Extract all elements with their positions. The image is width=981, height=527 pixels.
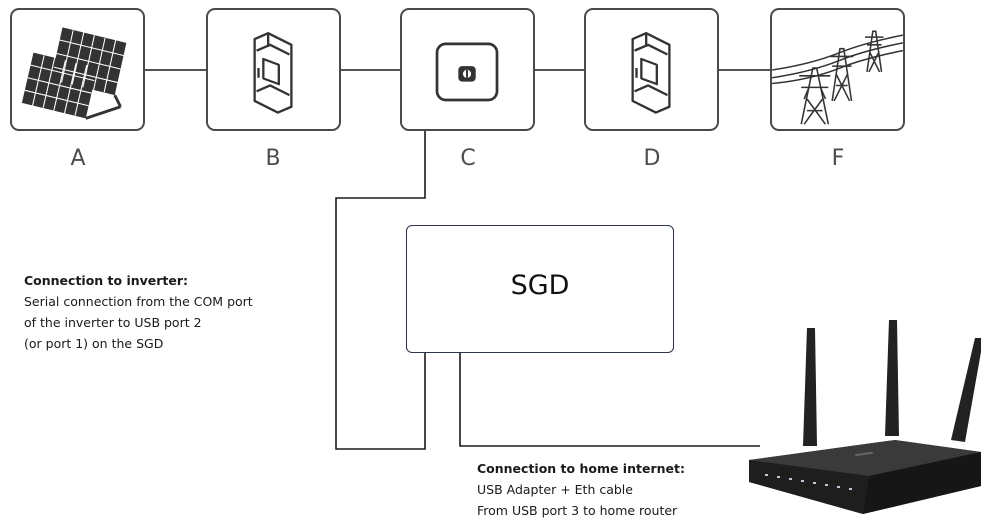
power-grid-pylon-icon [772, 30, 903, 125]
node-f-box [770, 8, 905, 131]
energy-meter-icon [253, 32, 293, 114]
inverter-note-line: Serial connection from the COM port [24, 294, 253, 309]
wire-sgd-to-router [459, 353, 760, 447]
internet-connection-note: Connection to home internet: USB Adapter… [477, 458, 685, 521]
inverter-note-line: (or port 1) on the SGD [24, 336, 164, 351]
inverter-note-line: of the inverter to USB port 2 [24, 315, 202, 330]
sgd-box: SGD [406, 225, 674, 353]
router [745, 318, 981, 518]
internet-note-line: USB Adapter + Eth cable [477, 482, 633, 497]
wire-inverter-to-sgd [335, 131, 426, 450]
solar-panel-icon [21, 27, 127, 120]
sgd-label: SGD [510, 269, 570, 301]
internet-note-line: From USB port 3 to home router [477, 503, 678, 518]
inverter-connection-note: Connection to inverter: Serial connectio… [24, 270, 253, 354]
node-f-label: F [831, 146, 845, 171]
node-a-box [10, 8, 145, 131]
node-b-box [206, 8, 341, 131]
node-c-box [400, 8, 535, 131]
inverter-icon [435, 42, 499, 102]
energy-meter-icon [631, 32, 671, 114]
node-b-label: B [265, 146, 281, 171]
node-d-label: D [643, 146, 661, 171]
wifi-router-icon [749, 320, 981, 514]
internet-note-heading: Connection to home internet: [477, 461, 685, 476]
inverter-note-heading: Connection to inverter: [24, 273, 189, 288]
node-a-label: A [70, 146, 86, 171]
node-d-box [584, 8, 719, 131]
node-c-label: C [460, 146, 476, 171]
